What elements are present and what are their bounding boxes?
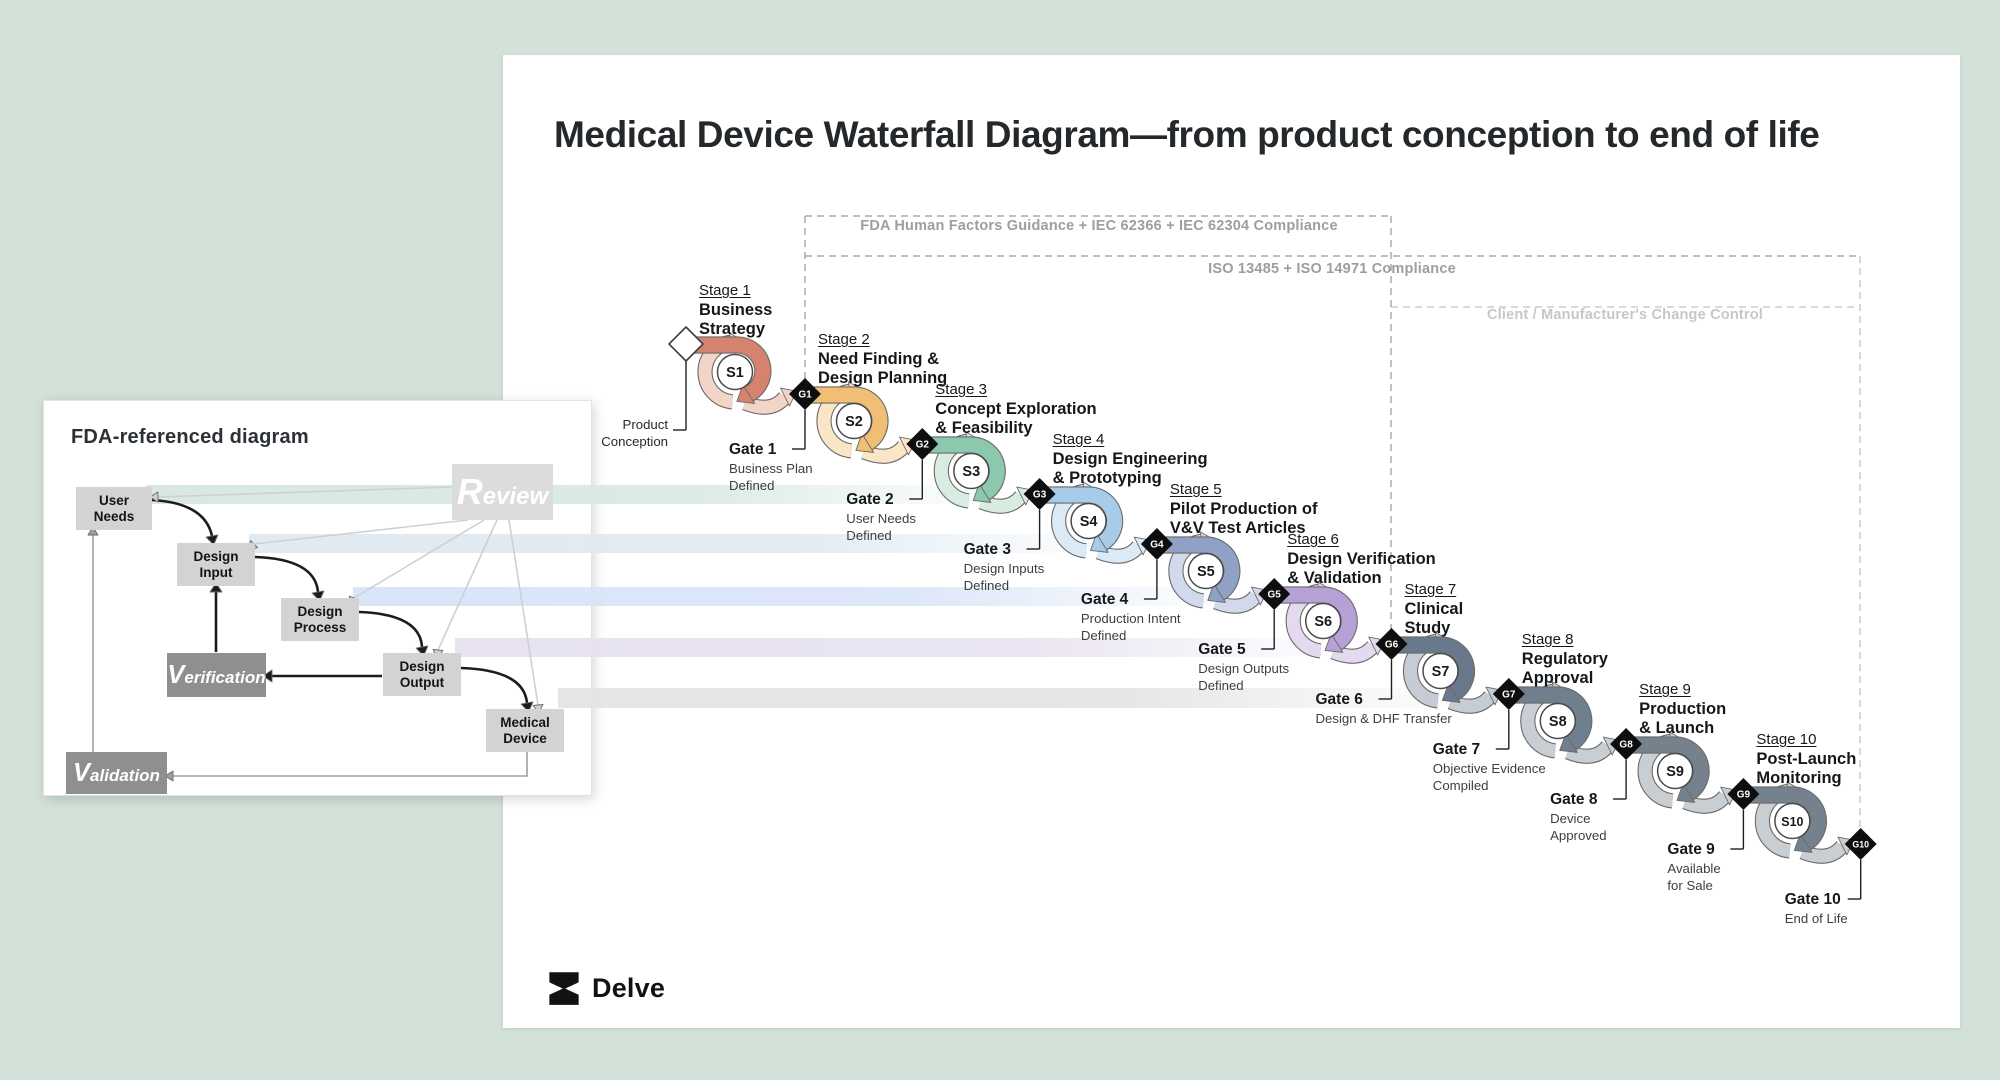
stage-loop-s3: S3 [922,431,1034,514]
gate-diamond-g7: G7 [1492,678,1525,710]
stage-hub-label-s5: S5 [1197,564,1215,580]
svg-text:G1: G1 [798,390,812,401]
svg-text:G5: G5 [1268,590,1282,601]
svg-text:G10: G10 [1852,840,1869,850]
stage-hub-label-s1: S1 [726,365,744,381]
gate-diamond-g8: G8 [1610,728,1643,760]
stage-loop-s9: S9 [1626,731,1738,814]
stage-hub-label-s7: S7 [1432,664,1450,680]
svg-text:G8: G8 [1619,740,1633,751]
stage-loop-s1: S1 [686,332,798,415]
gate-diamond-g1: G1 [789,378,821,410]
stage-loop-s8: S8 [1508,681,1620,764]
product-conception-diamond [668,326,704,362]
stage-loop-s5: S5 [1156,531,1268,614]
gate-diamond-g9: G9 [1727,778,1760,810]
gate-diamond-g10: G10 [1844,828,1877,860]
svg-text:G3: G3 [1033,490,1047,501]
svg-text:G9: G9 [1737,790,1751,801]
stage-hub-label-s10: S10 [1781,815,1803,829]
stage-hub-label-s3: S3 [962,464,980,480]
stage-hub-label-s4: S4 [1080,514,1098,530]
stage-hub-label-s8: S8 [1549,714,1567,730]
gate-diamond-g6: G6 [1375,628,1408,660]
svg-text:G2: G2 [916,440,930,451]
design-output-band [455,638,1360,657]
design-input-band [249,534,1127,553]
leader-lines [673,361,1862,900]
stage-hub-label-s6: S6 [1314,614,1332,630]
design-process-band [353,587,1244,606]
gate-diamond-g4: G4 [1140,528,1173,560]
svg-text:G6: G6 [1385,640,1399,651]
stage-hub-label-s2: S2 [845,414,863,430]
stage-loop-s2: S2 [805,381,917,464]
stage-loop-s10: S10 [1743,781,1855,864]
user-needs-band [146,485,1010,504]
inset-arrows [87,486,544,782]
stage-loop-s6: S6 [1274,581,1386,664]
medical-device-band [558,688,1482,708]
stage-hub-label-s9: S9 [1666,764,1684,780]
stage-loop-s7: S7 [1391,631,1503,714]
gate-diamond-g3: G3 [1023,478,1056,510]
svg-text:G7: G7 [1502,690,1516,701]
svg-text:G4: G4 [1150,540,1164,551]
gate-diamond-g5: G5 [1258,578,1291,610]
stage-loop-s4: S4 [1039,481,1151,564]
gate-diamond-g2: G2 [906,428,939,460]
